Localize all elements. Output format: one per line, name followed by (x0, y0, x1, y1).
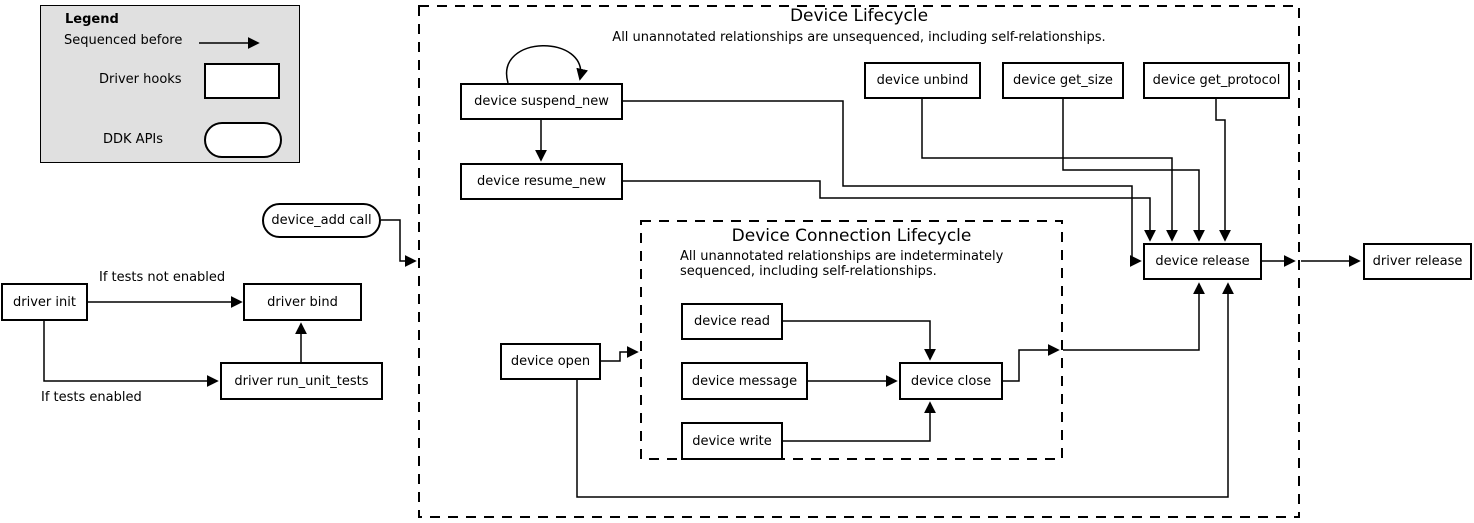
node-device-write: device write (681, 422, 783, 460)
edge-label-if-tests-enabled: If tests enabled (41, 390, 142, 405)
device-lifecycle-boundary (418, 5, 1300, 518)
legend-driver-hooks-label: Driver hooks (99, 72, 182, 87)
node-device-resume-new: device resume_new (460, 163, 623, 200)
node-device-message: device message (681, 362, 808, 400)
node-driver-init: driver init (1, 283, 88, 321)
edge-unbind-to-release (921, 99, 1178, 242)
ddk-apis-symbol (204, 122, 282, 158)
node-device-suspend-new: device suspend_new (460, 83, 623, 120)
node-device-close: device close (899, 362, 1003, 400)
legend-title: Legend (65, 12, 119, 27)
edge-label-if-tests-not-enabled: If tests not enabled (99, 270, 226, 285)
node-device-get-protocol: device get_protocol (1143, 62, 1290, 99)
edge-driver-init-to-run-unit-tests (43, 321, 219, 387)
edge-read-to-close (783, 320, 936, 361)
device-lifecycle-subtitle: All unannotated relationships are unsequ… (612, 30, 1106, 45)
legend-ddk-apis-label: DDK APIs (103, 132, 164, 147)
node-device-get-size: device get_size (1002, 62, 1124, 99)
device-connection-lifecycle-title: Device Connection Lifecycle (731, 226, 972, 246)
device-connection-lifecycle-subtitle-line2: sequenced, including self-relationships. (680, 264, 937, 279)
legend-sequenced-before-label: Sequenced before (64, 33, 183, 48)
driver-hooks-symbol (204, 63, 280, 99)
device-connection-lifecycle-boundary (640, 220, 1063, 460)
sequenced-before-arrow-icon (199, 37, 260, 49)
edge-close-exit-connection-lifecycle (1003, 344, 1060, 382)
edge-suspend-new-self-loop (505, 45, 589, 84)
edge-resume-new-to-release (623, 180, 1156, 242)
legend: Legend Sequenced before Driver hooks DDK… (40, 5, 300, 163)
node-device-release: device release (1143, 243, 1262, 280)
node-driver-release: driver release (1363, 243, 1472, 280)
edge-get-size-to-release (1062, 99, 1205, 242)
node-device-open: device open (500, 343, 601, 380)
edge-write-to-close (783, 401, 936, 442)
node-device-unbind: device unbind (864, 62, 981, 99)
node-driver-run-unit-tests: driver run_unit_tests (220, 362, 383, 400)
node-driver-bind: driver bind (243, 283, 362, 321)
node-device-add-call: device_add call (262, 203, 381, 238)
edge-device-add-call-to-device-lifecycle (381, 219, 417, 267)
edge-close-to-release (1063, 282, 1205, 351)
device-lifecycle-title: Device Lifecycle (789, 6, 929, 26)
edge-open-to-connection-lifecycle (601, 346, 639, 362)
device-connection-lifecycle-subtitle-line1: All unannotated relationships are indete… (680, 249, 1004, 264)
edge-get-protocol-to-release (1215, 99, 1231, 242)
edge-suspend-new-to-release (623, 100, 1142, 267)
node-device-read: device read (681, 303, 783, 340)
edge-open-to-release (576, 282, 1234, 498)
